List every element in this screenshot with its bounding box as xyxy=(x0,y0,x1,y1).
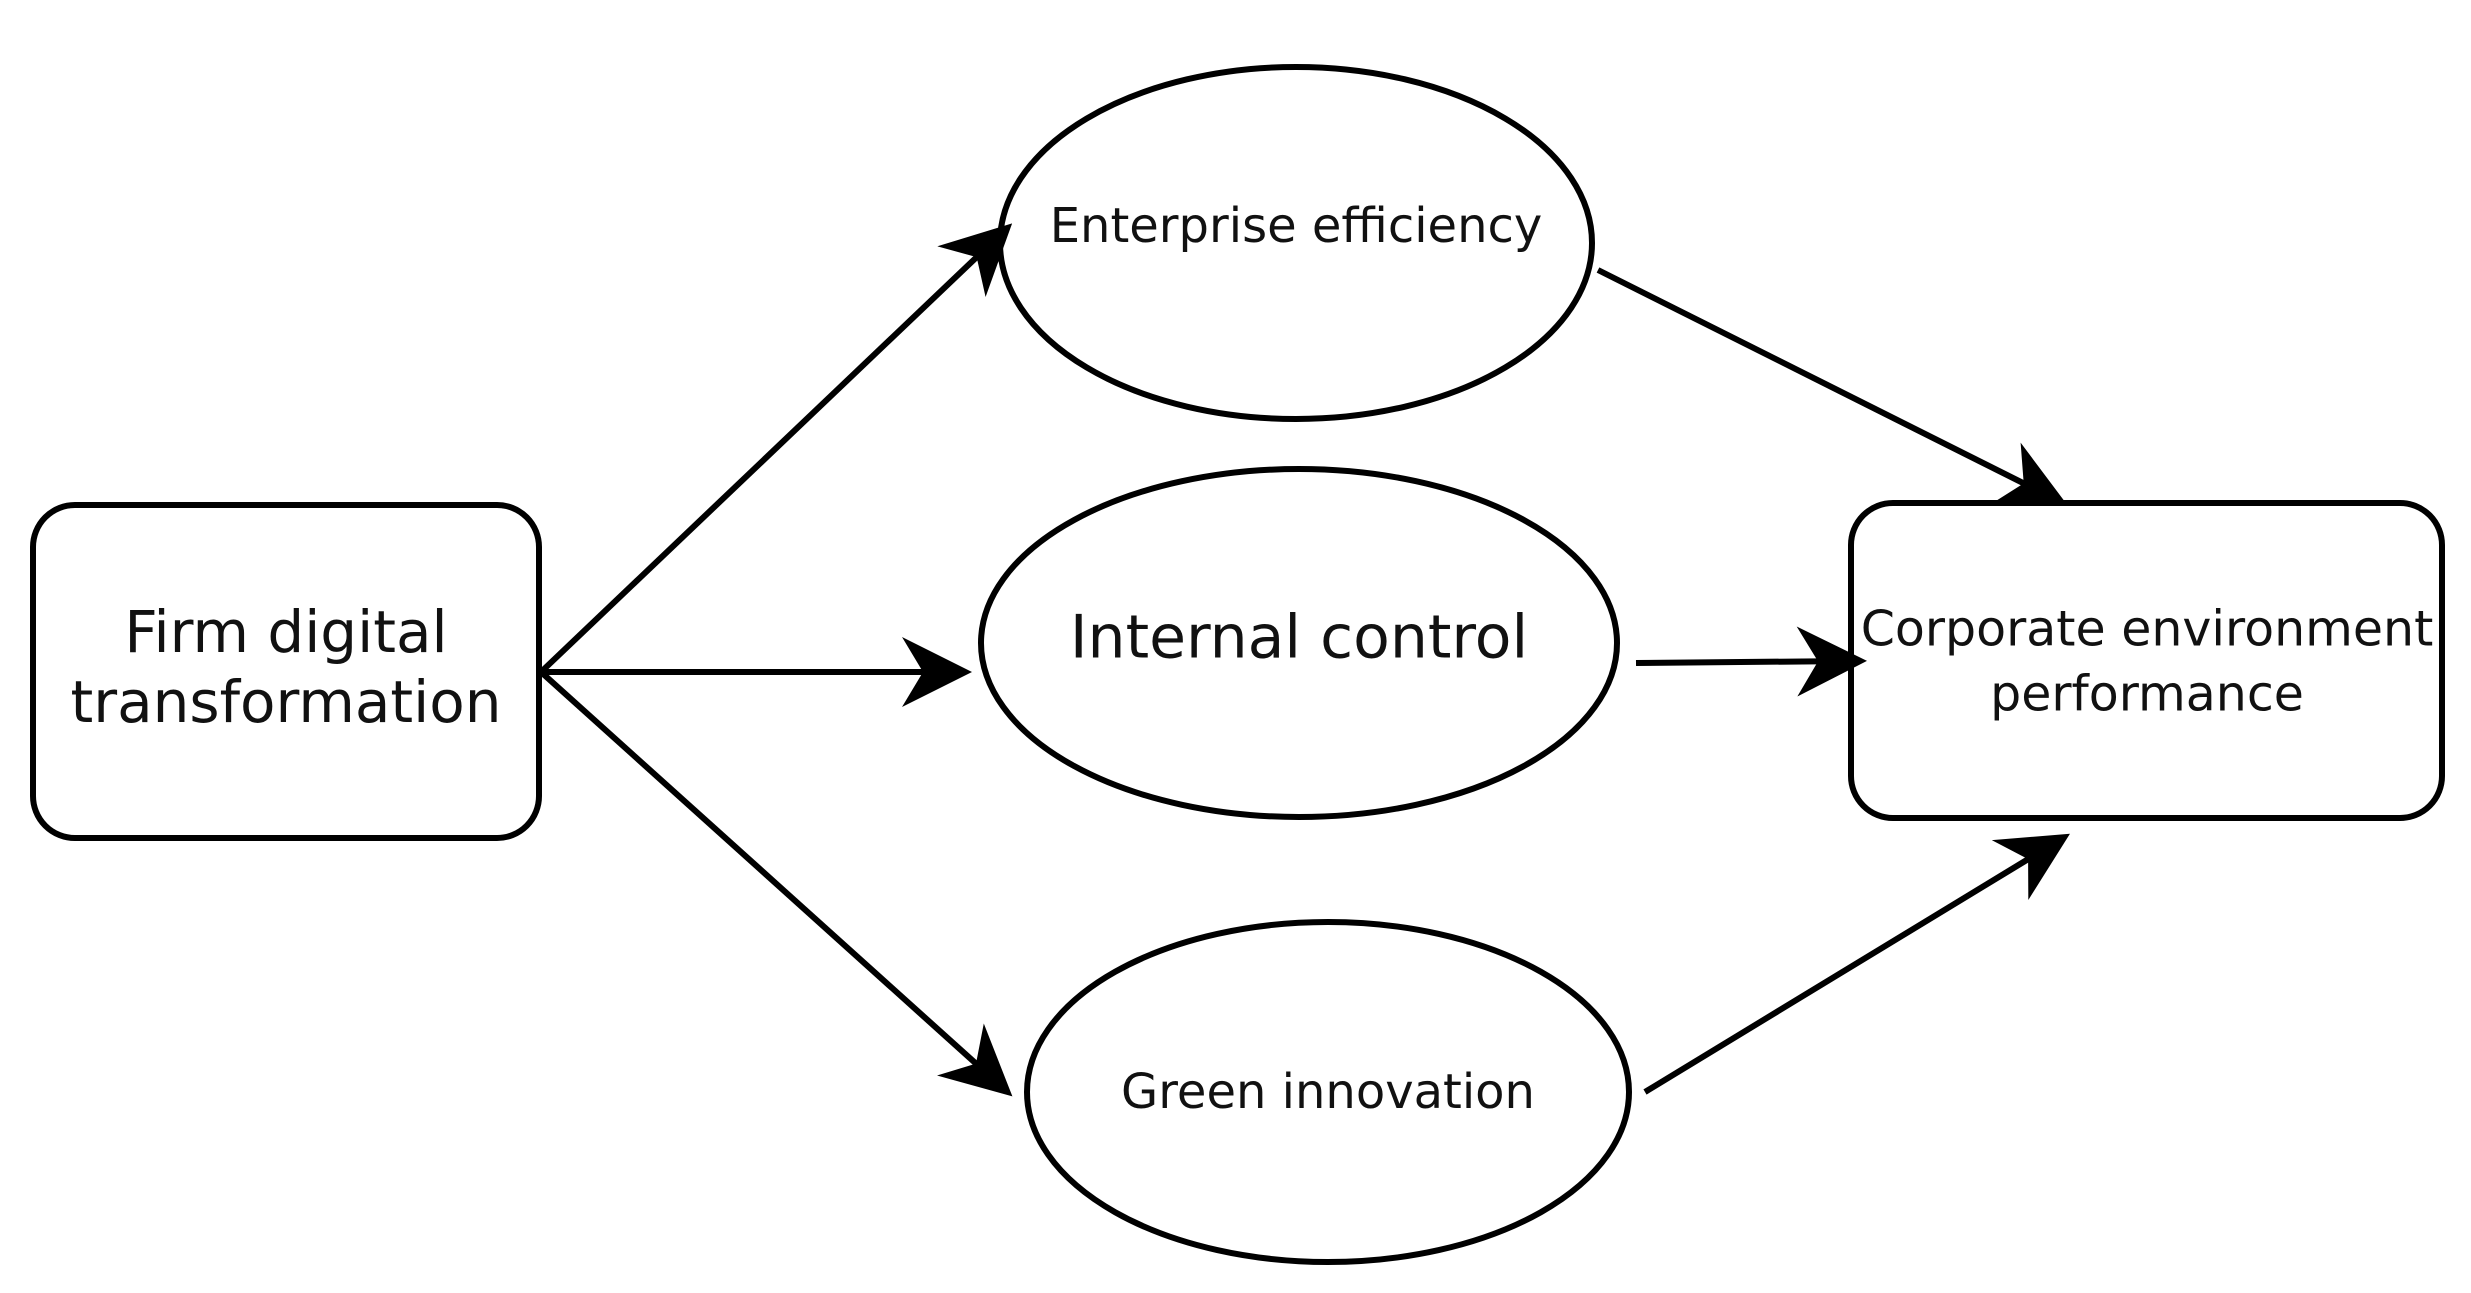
control-label: Internal control xyxy=(1070,603,1528,673)
arrow-control-to-outcome xyxy=(1635,626,1867,697)
outcome-box xyxy=(1848,500,2445,821)
arrow-innovation-to-outcome xyxy=(1643,833,2070,1095)
arrow-source-to-innovation xyxy=(538,669,1013,1097)
outcome-label-line1: Corporate environment xyxy=(1861,601,2434,658)
source-node: Firm digital transformation xyxy=(30,502,542,841)
mediator-innovation-node: Green innovation xyxy=(1024,919,1632,1265)
innovation-oval xyxy=(1024,919,1632,1265)
mediator-efficiency-node: Enterprise efficiency xyxy=(997,64,1595,422)
arrow-efficiency-to-outcome xyxy=(1596,267,2068,506)
control-oval xyxy=(978,466,1620,820)
outcome-label-line2: performance xyxy=(1990,666,2304,723)
arrow-source-to-efficiency xyxy=(538,223,1013,675)
source-box xyxy=(30,502,542,841)
mediator-control-node: Internal control xyxy=(978,466,1620,820)
innovation-label: Green innovation xyxy=(1121,1064,1535,1120)
source-label-line2: transformation xyxy=(71,668,502,736)
efficiency-label: Enterprise efficiency xyxy=(1050,198,1543,254)
source-label-line1: Firm digital xyxy=(124,598,447,666)
outcome-node: Corporate environment performance xyxy=(1848,500,2445,821)
